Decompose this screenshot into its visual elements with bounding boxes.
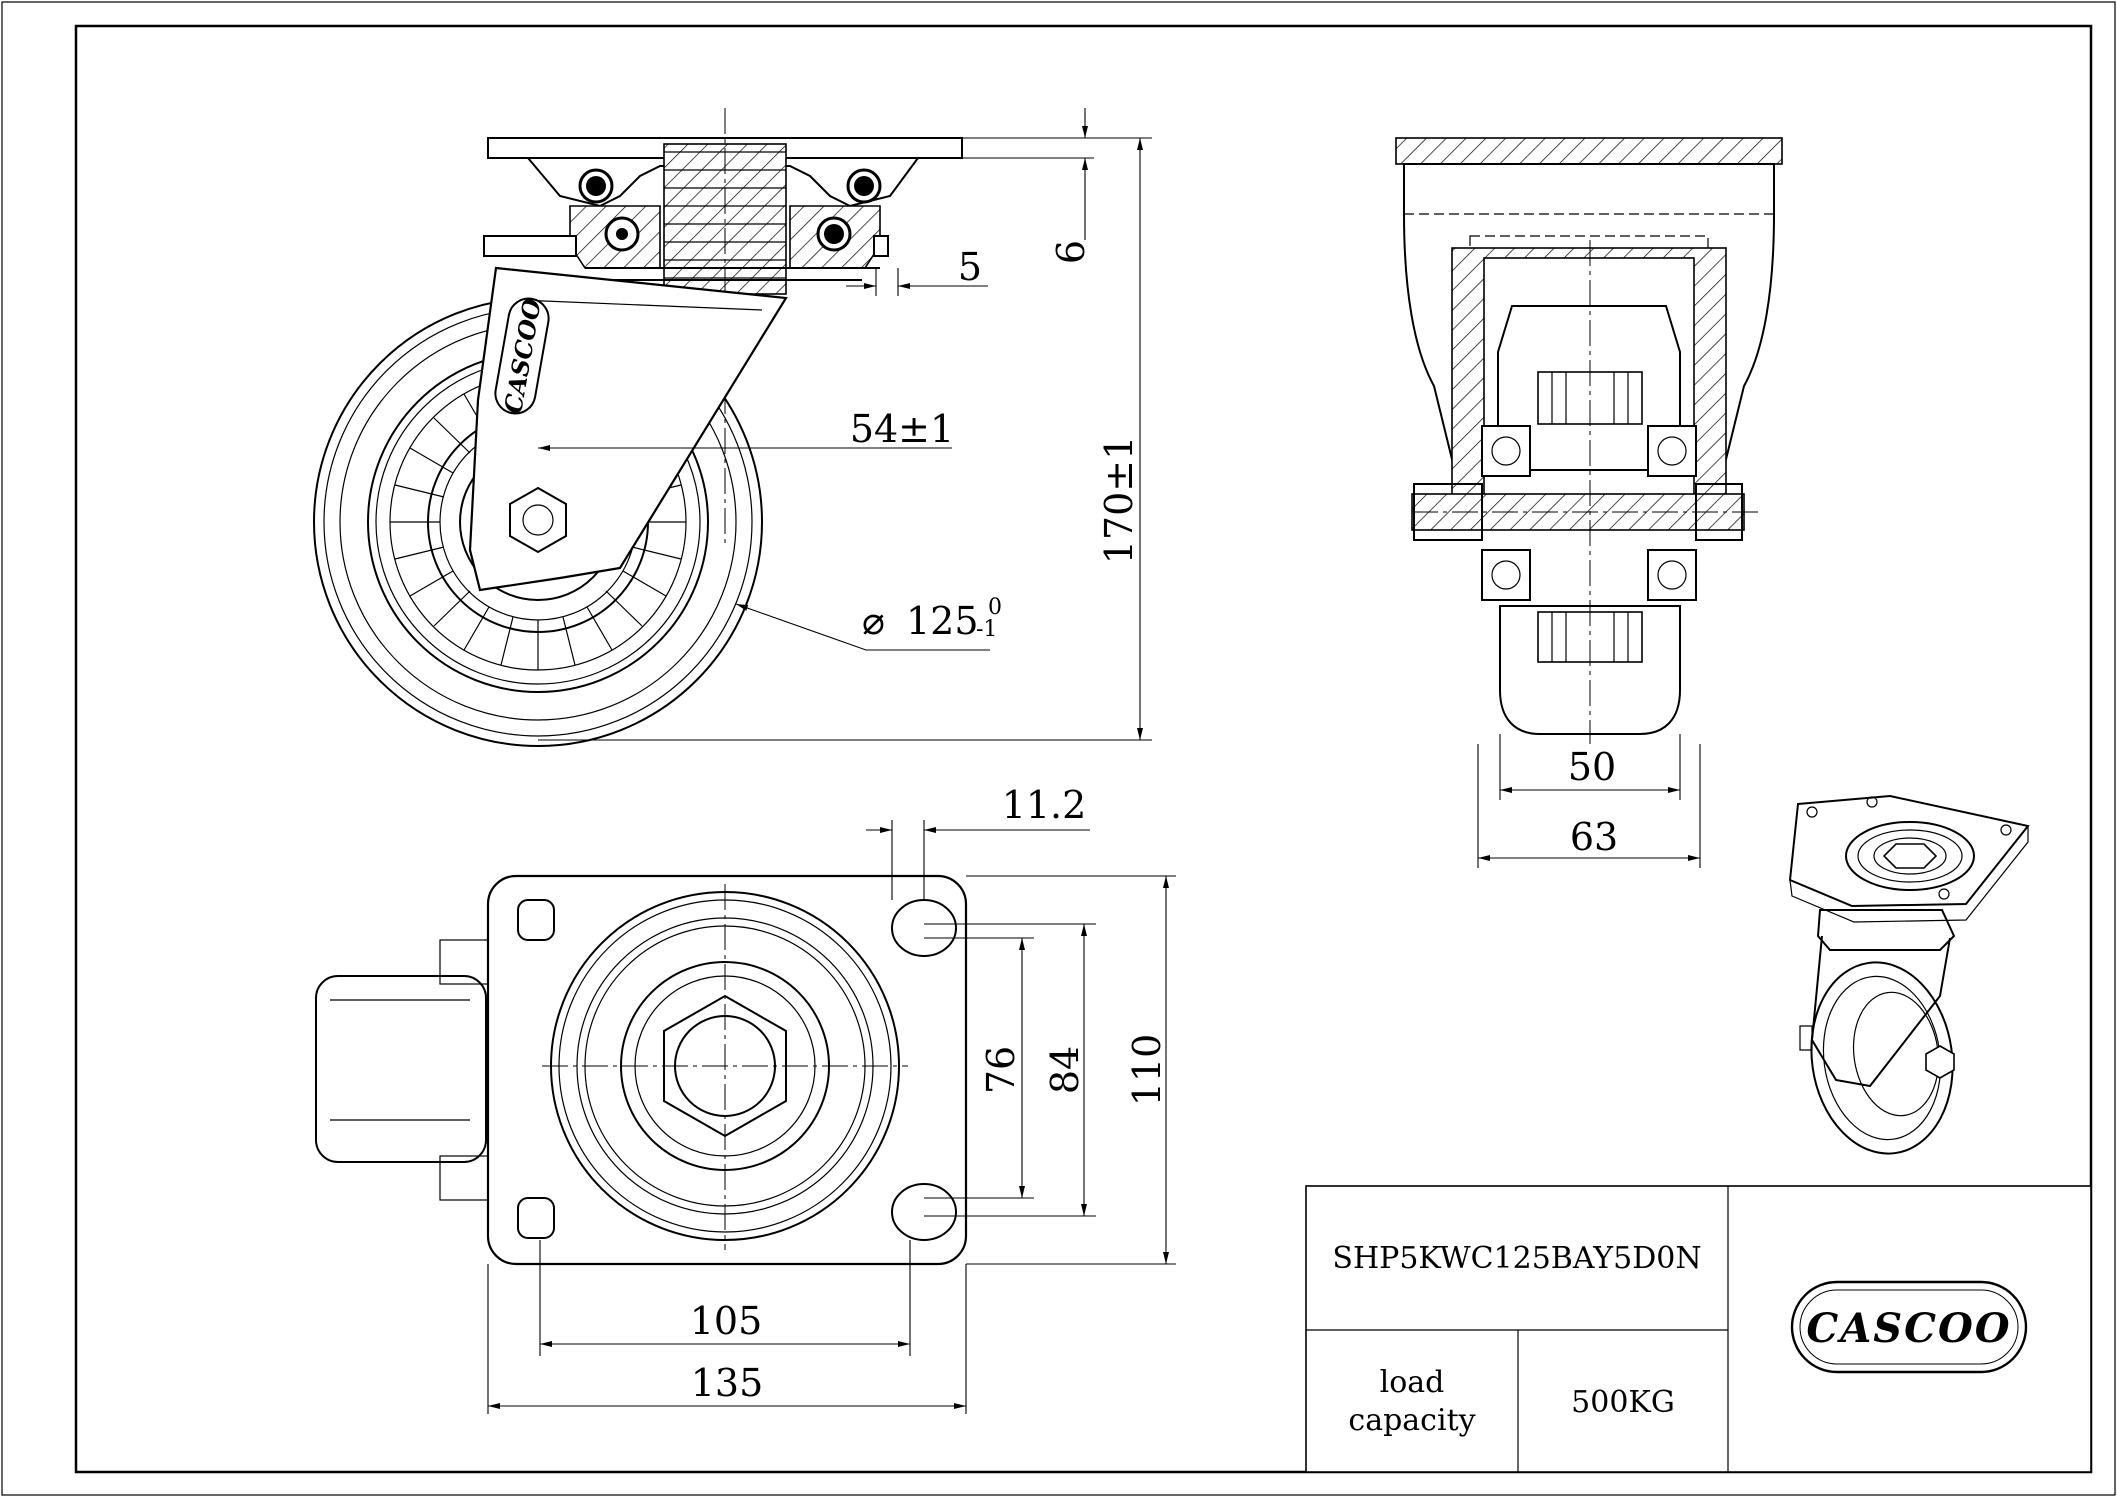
load-capacity-label-line1: load (1380, 1365, 1445, 1400)
load-capacity-value: 500KG (1571, 1385, 1675, 1420)
cascoo-logo-text: CASCOO (1806, 1305, 2011, 1352)
dim-wheel-diameter-tol-lower: -1 (976, 617, 997, 642)
dim-wheel-diameter-tol-upper: 0 (988, 595, 1002, 620)
side-view-dimensions: 6 5 54±1 170±1 ⌀ 125 0 -1 (538, 108, 1152, 741)
model-number: SHP5KWC125BAY5D0N (1332, 1241, 1701, 1276)
side-view: CASCOO 6 5 54±1 170±1 ⌀ 125 0 (313, 108, 1152, 747)
top-view: 11.2 76 84 110 105 135 (315, 783, 1176, 1414)
diameter-symbol: ⌀ (862, 599, 885, 643)
dim-wheel-width: 50 (1568, 745, 1616, 789)
side-view-swivel-head (483, 108, 963, 548)
axle-nut (509, 486, 567, 554)
dim-plate-thickness: 6 (1049, 240, 1093, 264)
dim-hole-spacing-84: 84 (1043, 1046, 1087, 1094)
top-view-dimensions: 11.2 76 84 110 105 135 (487, 783, 1176, 1414)
dim-offset: 54±1 (850, 407, 954, 451)
dim-plate-length-135: 135 (691, 1361, 764, 1405)
dim-wheel-diameter-value: 125 (906, 599, 979, 643)
front-view-dimensions: 50 63 (1477, 734, 1701, 868)
dim-hole-slot: 11.2 (1002, 783, 1087, 827)
dim-hole-spacing-76: 76 (979, 1046, 1023, 1094)
cascoo-logo: CASCOO (1790, 1280, 2028, 1374)
side-view-fork: CASCOO (468, 266, 788, 592)
drawing-frame (74, 24, 2093, 1474)
dim-height: 170±1 (1097, 436, 1141, 565)
dim-hole-spacing-105: 105 (690, 1299, 763, 1343)
title-block: SHP5KWC125BAY5D0N load capacity 500KG CA… (1305, 1185, 2092, 1473)
dim-gap-5: 5 (958, 245, 982, 289)
dim-wheel-diameter: ⌀ 125 0 -1 (862, 595, 1002, 643)
isometric-view (1788, 794, 2030, 1155)
dim-plate-width-110: 110 (1125, 1034, 1169, 1107)
front-view: 50 63 (1395, 137, 1783, 868)
load-capacity-label-line2: capacity (1348, 1403, 1475, 1438)
dim-overall-width: 63 (1570, 815, 1618, 859)
